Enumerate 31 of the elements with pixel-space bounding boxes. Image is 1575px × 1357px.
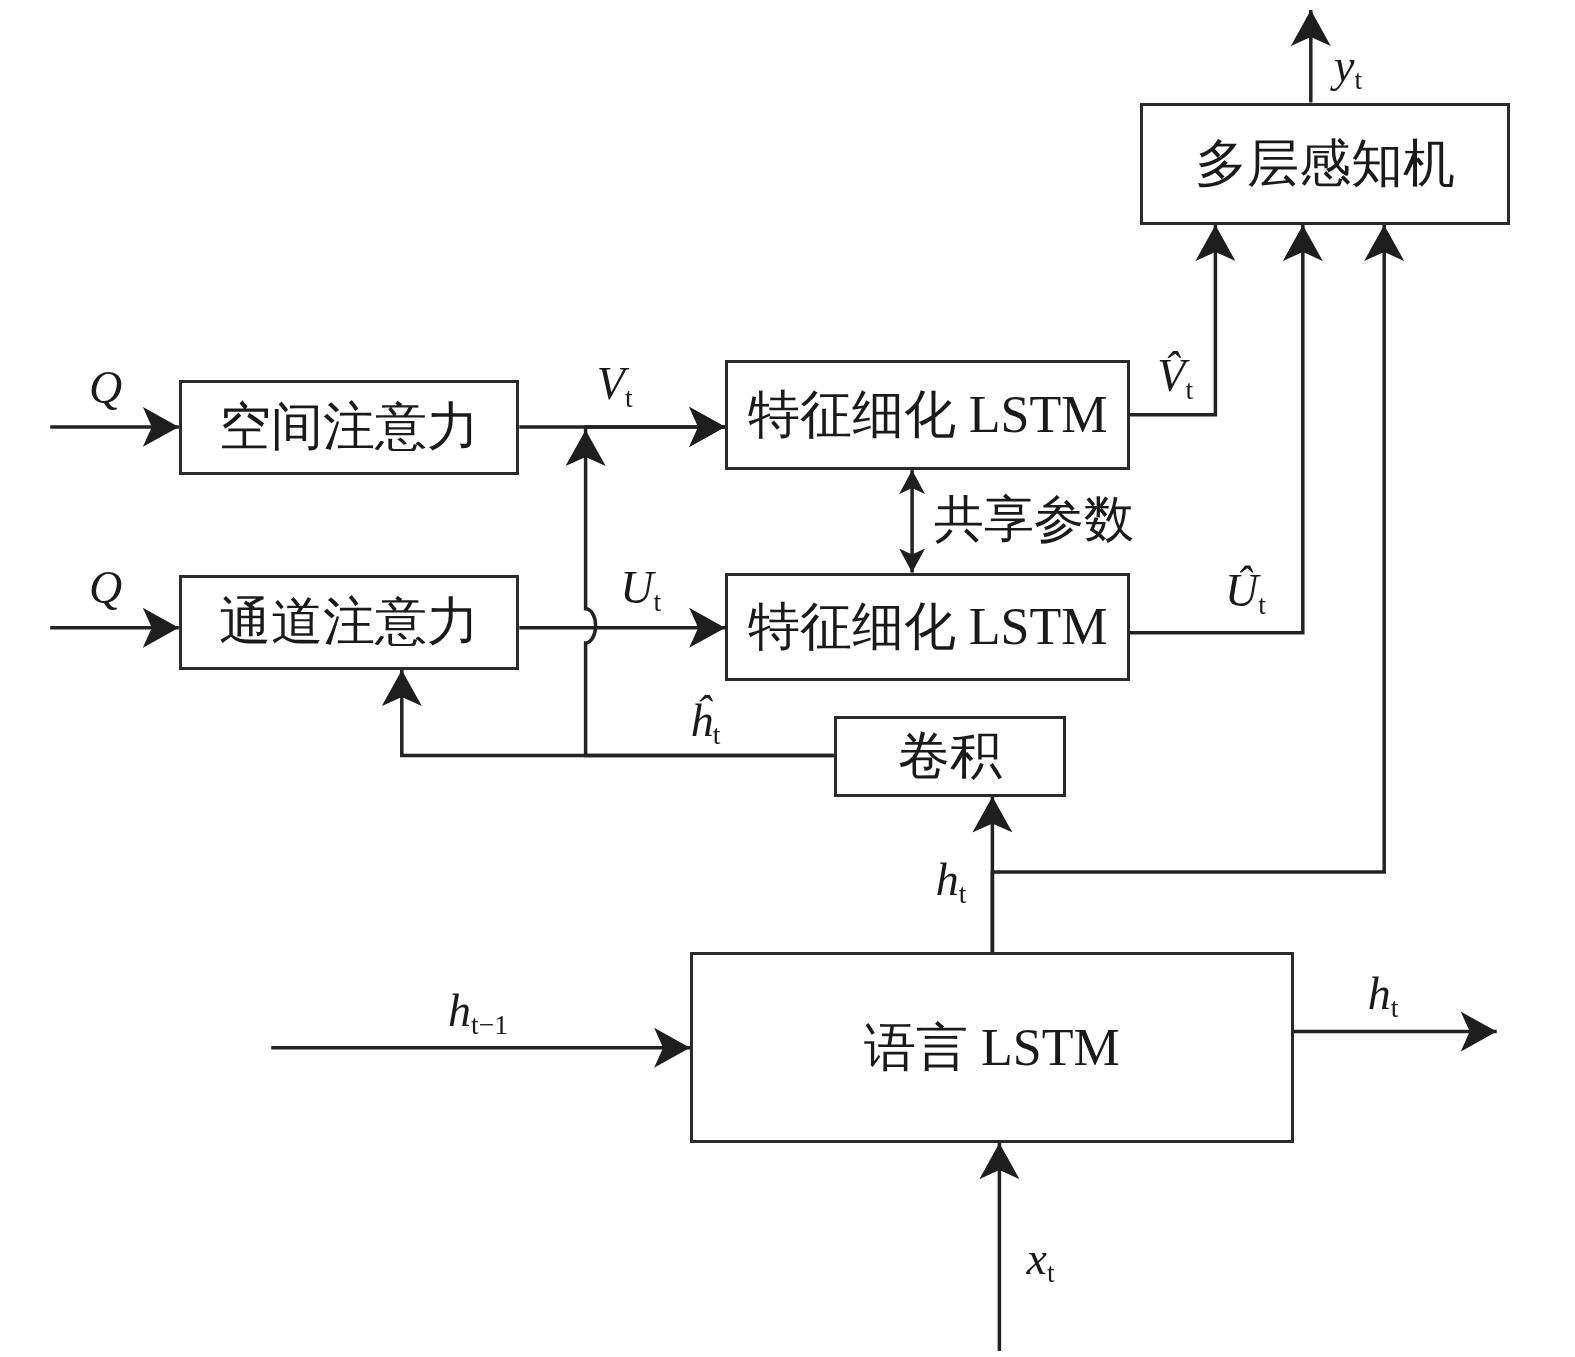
edge-label: Û$_{t}$ <box>1225 565 1266 616</box>
edge-label: x$_{t}$ <box>1026 1233 1055 1284</box>
edge-label: V$_{t}$ <box>596 358 633 409</box>
edge-label: h$_{t−1}$ <box>448 985 509 1036</box>
arrow <box>990 225 1405 953</box>
edge-label: h$_{t}$ <box>1367 969 1399 1020</box>
process-box: 通道注意力 <box>178 574 520 670</box>
process-box: 特征细化 LSTM <box>725 359 1130 471</box>
edge-label: V̂$_{t}$ <box>1157 350 1194 401</box>
double-arrow <box>899 470 926 573</box>
process-box: 多层感知机 <box>1140 102 1510 225</box>
edge-label: 共享参数 <box>934 491 1135 547</box>
process-box: 特征细化 LSTM <box>725 572 1130 681</box>
arrow <box>50 607 179 648</box>
arrow <box>50 406 179 447</box>
arrow <box>519 607 726 648</box>
arrow <box>271 1027 691 1068</box>
edge-label: Q <box>88 362 123 413</box>
arrow <box>1130 225 1323 635</box>
arrow <box>565 406 834 758</box>
process-box: 语言 LSTM <box>690 952 1294 1143</box>
edge-label: h$_{t}$ <box>935 854 967 906</box>
arrow <box>1290 10 1331 103</box>
arrow <box>1293 1011 1497 1052</box>
arrow <box>979 1143 1020 1351</box>
edge-label: Q <box>88 562 123 613</box>
edge-label: U$_{t}$ <box>620 562 662 613</box>
process-box: 卷积 <box>833 716 1066 797</box>
edge-label: ĥ$_{t}$ <box>689 695 721 747</box>
process-box: 空间注意力 <box>178 379 520 476</box>
arrow <box>1130 225 1236 417</box>
